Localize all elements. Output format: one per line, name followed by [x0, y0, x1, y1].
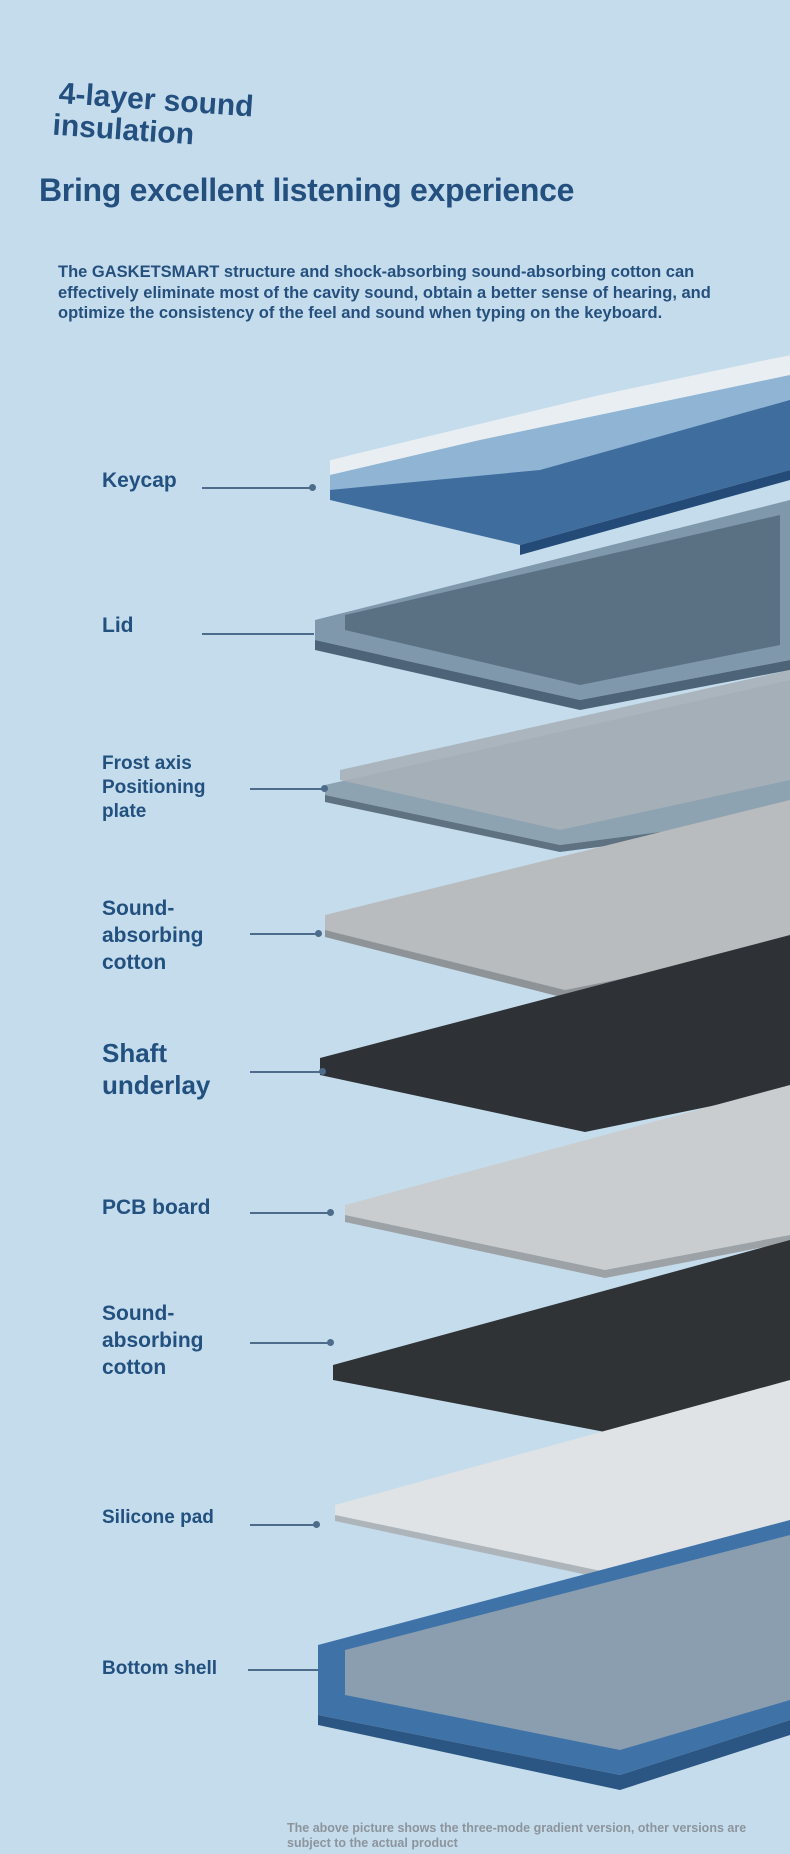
positioning-plate-layer: [325, 670, 790, 852]
bottom-shell-layer: [318, 1520, 790, 1790]
shaft-underlay-layer: [320, 935, 790, 1132]
leader-line: [250, 1524, 316, 1526]
leader-line: [250, 1342, 330, 1344]
leader-line: [202, 487, 312, 489]
keycap-layer: [330, 355, 790, 555]
leader-dot: [309, 484, 316, 491]
lid-layer: [315, 500, 790, 710]
pcb-layer: [345, 1085, 790, 1278]
leader-line: [248, 1669, 318, 1671]
leader-line: [250, 933, 318, 935]
leader-line: [250, 1071, 322, 1073]
label-lid: Lid: [102, 614, 134, 637]
leader-dot: [321, 785, 328, 792]
leader-dot: [327, 1339, 334, 1346]
label-keycap: Keycap: [102, 469, 177, 492]
headline: 4-layer sound insulation: [52, 77, 255, 155]
leader-dot: [319, 1068, 326, 1075]
subtitle: Bring excellent listening experience: [39, 172, 575, 208]
leader-dot: [327, 1209, 334, 1216]
label-pcb-board: PCB board: [102, 1196, 211, 1219]
leader-line: [250, 1212, 330, 1214]
footnote: The above picture shows the three-mode g…: [287, 1821, 747, 1850]
description: The GASKETSMART structure and shock-abso…: [58, 263, 711, 322]
leader-line: [250, 788, 324, 790]
label-shaft-underlay: Shaft underlay: [102, 1038, 211, 1100]
leader-line: [202, 633, 314, 635]
label-positioning-plate: Frost axis Positioning plate: [102, 753, 206, 822]
leader-dot: [315, 930, 322, 937]
cotton-layer: [333, 1240, 790, 1432]
label-bottom-shell: Bottom shell: [102, 1658, 218, 1679]
label-sound-cotton-2: Sound-absorbing cotton: [102, 1302, 204, 1379]
label-silicone-pad: Silicone pad: [102, 1507, 214, 1528]
label-sound-cotton-1: Sound-absorbing cotton: [102, 897, 204, 974]
leader-dot: [313, 1521, 320, 1528]
